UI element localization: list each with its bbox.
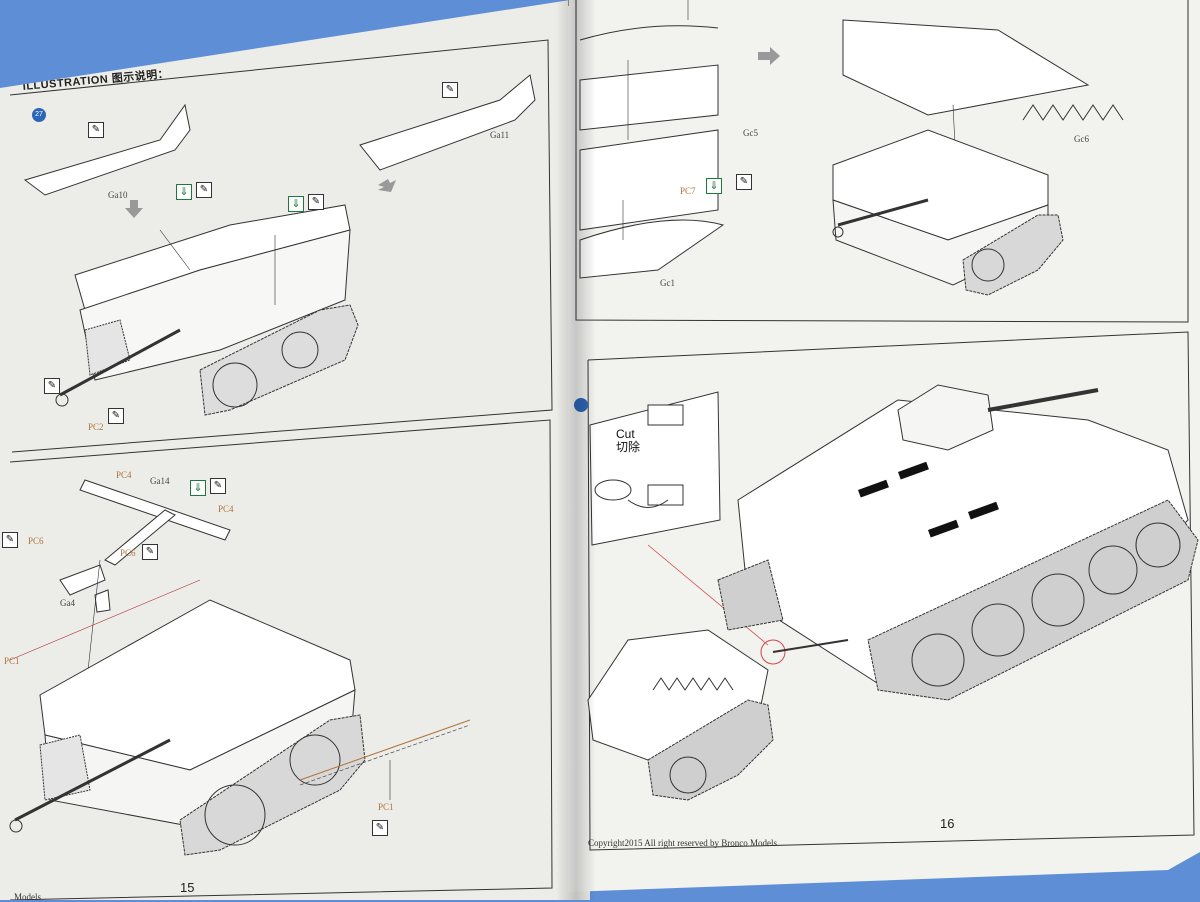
cement-glue-icon: ✎	[2, 532, 18, 548]
part-label-ga4: Ga4	[60, 598, 75, 608]
part-label-ga14: Ga14	[150, 476, 170, 486]
part-label-pc4: PC4	[116, 470, 132, 480]
step-number-badge: 27	[32, 108, 46, 122]
cement-glue-icon: ✎	[308, 194, 324, 210]
left-page: ILLUSTRATION 图示说明： 27 Ga10 Ga11 PC2 ✎ ✎ …	[0, 0, 590, 900]
part-label-pc1: PC1	[4, 656, 20, 666]
cut-note-zh: 切除	[616, 440, 641, 454]
cement-glue-icon: ✎	[44, 378, 60, 394]
cement-glue-icon: ✎	[142, 544, 158, 560]
cement-glue-icon: ✎	[210, 478, 226, 494]
cement-glue-icon: ✎	[442, 82, 458, 98]
part-label-gc5: Gc5	[743, 128, 758, 138]
part-label-ga11: Ga11	[490, 130, 510, 140]
part-label-gc1: Gc1	[660, 278, 675, 288]
page-number: 16	[940, 816, 955, 831]
cement-glue-icon: ✎	[88, 122, 104, 138]
booklet-spine	[556, 0, 596, 900]
cement-glue-icon: ✎	[372, 820, 388, 836]
left-page-illustrations	[9, 39, 553, 900]
part-label-gc6: Gc6	[1074, 134, 1089, 144]
footer-fragment: Models	[14, 892, 41, 902]
right-page: Gc5 Gc1 Gc6 PC7 ⇓ ✎ Cut 切除 Copyright2015…	[568, 0, 1200, 892]
down-arrow-icon: ⇓	[190, 480, 206, 496]
cut-note-en: Cut	[616, 427, 635, 441]
part-label-pc6: PC6	[120, 548, 136, 558]
step-badge-icon	[574, 398, 588, 412]
cut-note: Cut 切除	[616, 428, 640, 454]
cement-glue-icon: ✎	[196, 182, 212, 198]
down-arrow-icon: ⇓	[288, 196, 304, 212]
page-number: 15	[180, 880, 195, 895]
copyright-notice: Copyright2015 All right reserved by Bron…	[588, 838, 777, 848]
part-label-pc1: PC1	[378, 802, 394, 812]
cement-glue-icon: ✎	[736, 174, 752, 190]
down-arrow-icon: ⇓	[706, 178, 722, 194]
part-label-pc2: PC2	[88, 422, 104, 432]
right-page-illustrations	[568, 0, 1199, 851]
part-label-pc7: PC7	[680, 186, 696, 196]
down-arrow-icon: ⇓	[176, 184, 192, 200]
part-label-pc4: PC4	[218, 504, 234, 514]
part-label-ga10: Ga10	[108, 190, 128, 200]
part-label-pc6: PC6	[28, 536, 44, 546]
cement-glue-icon: ✎	[108, 408, 124, 424]
